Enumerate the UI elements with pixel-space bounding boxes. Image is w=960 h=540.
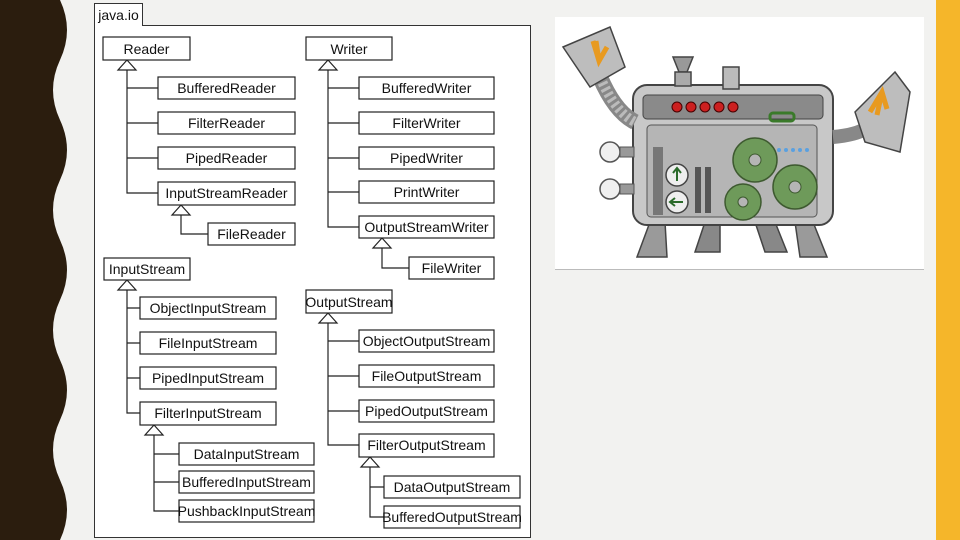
svg-text:InputStreamReader: InputStreamReader	[165, 185, 288, 201]
class-buffered-writer: BufferedWriter	[358, 76, 495, 100]
svg-text:FileInputStream: FileInputStream	[159, 335, 258, 351]
class-file-writer: FileWriter	[408, 256, 495, 280]
machine-drawing	[561, 26, 911, 258]
svg-text:BufferedInputStream: BufferedInputStream	[182, 474, 311, 490]
class-reader: Reader	[102, 36, 191, 61]
class-filter-output-stream: FilterOutputStream	[358, 433, 495, 458]
svg-text:PipedReader: PipedReader	[186, 150, 268, 166]
svg-text:FilterInputStream: FilterInputStream	[154, 405, 261, 421]
svg-text:PipedInputStream: PipedInputStream	[152, 370, 264, 386]
class-buffered-output-stream: BufferedOutputStream	[382, 505, 522, 529]
svg-text:BufferedOutputStream: BufferedOutputStream	[382, 509, 522, 525]
svg-text:Writer: Writer	[330, 41, 367, 57]
class-piped-writer: PipedWriter	[358, 146, 495, 170]
svg-text:PushbackInputStream: PushbackInputStream	[178, 503, 316, 519]
class-piped-input-stream: PipedInputStream	[139, 366, 277, 390]
svg-text:BufferedReader: BufferedReader	[177, 80, 276, 96]
class-print-writer: PrintWriter	[358, 180, 495, 204]
wavy-border-decoration	[0, 0, 67, 540]
svg-text:DataOutputStream: DataOutputStream	[394, 479, 511, 495]
svg-text:Reader: Reader	[124, 41, 170, 57]
class-file-reader: FileReader	[207, 222, 296, 246]
svg-text:FilterOutputStream: FilterOutputStream	[367, 437, 485, 453]
svg-text:FileWriter: FileWriter	[422, 260, 482, 276]
class-buffered-reader: BufferedReader	[157, 76, 296, 100]
svg-text:ObjectOutputStream: ObjectOutputStream	[363, 333, 491, 349]
class-file-output-stream: FileOutputStream	[358, 364, 495, 388]
svg-text:ObjectInputStream: ObjectInputStream	[150, 300, 267, 316]
class-piped-reader: PipedReader	[157, 146, 296, 170]
class-object-output-stream: ObjectOutputStream	[358, 329, 495, 353]
class-output-stream: OutputStream	[305, 289, 393, 314]
class-data-input-stream: DataInputStream	[178, 442, 315, 466]
svg-text:PrintWriter: PrintWriter	[394, 184, 460, 200]
svg-text:OutputStreamWriter: OutputStreamWriter	[364, 219, 489, 235]
package-label: java.io	[94, 3, 143, 26]
svg-text:FileReader: FileReader	[217, 226, 286, 242]
svg-text:FileOutputStream: FileOutputStream	[372, 368, 482, 384]
class-filter-input-stream: FilterInputStream	[139, 401, 277, 426]
svg-text:DataInputStream: DataInputStream	[194, 446, 300, 462]
svg-text:InputStream: InputStream	[109, 261, 185, 277]
class-object-input-stream: ObjectInputStream	[139, 296, 277, 320]
class-input-stream-reader: InputStreamReader	[157, 181, 296, 206]
class-input-stream: InputStream	[103, 257, 191, 281]
class-output-stream-writer: OutputStreamWriter	[358, 215, 495, 239]
svg-text:OutputStream: OutputStream	[305, 294, 392, 310]
class-file-input-stream: FileInputStream	[139, 331, 277, 355]
svg-text:FilterWriter: FilterWriter	[392, 115, 461, 131]
class-filter-reader: FilterReader	[157, 111, 296, 135]
stream-machine-illustration	[555, 17, 924, 270]
svg-text:BufferedWriter: BufferedWriter	[382, 80, 472, 96]
class-data-output-stream: DataOutputStream	[383, 475, 521, 499]
svg-text:FilterReader: FilterReader	[188, 115, 265, 131]
svg-text:PipedOutputStream: PipedOutputStream	[365, 403, 488, 419]
accent-bar	[936, 0, 960, 540]
class-buffered-input-stream: BufferedInputStream	[178, 470, 315, 494]
class-writer: Writer	[305, 36, 393, 61]
class-pushback-input-stream: PushbackInputStream	[178, 499, 316, 523]
svg-text:PipedWriter: PipedWriter	[390, 150, 463, 166]
class-piped-output-stream: PipedOutputStream	[358, 399, 495, 423]
class-filter-writer: FilterWriter	[358, 111, 495, 135]
